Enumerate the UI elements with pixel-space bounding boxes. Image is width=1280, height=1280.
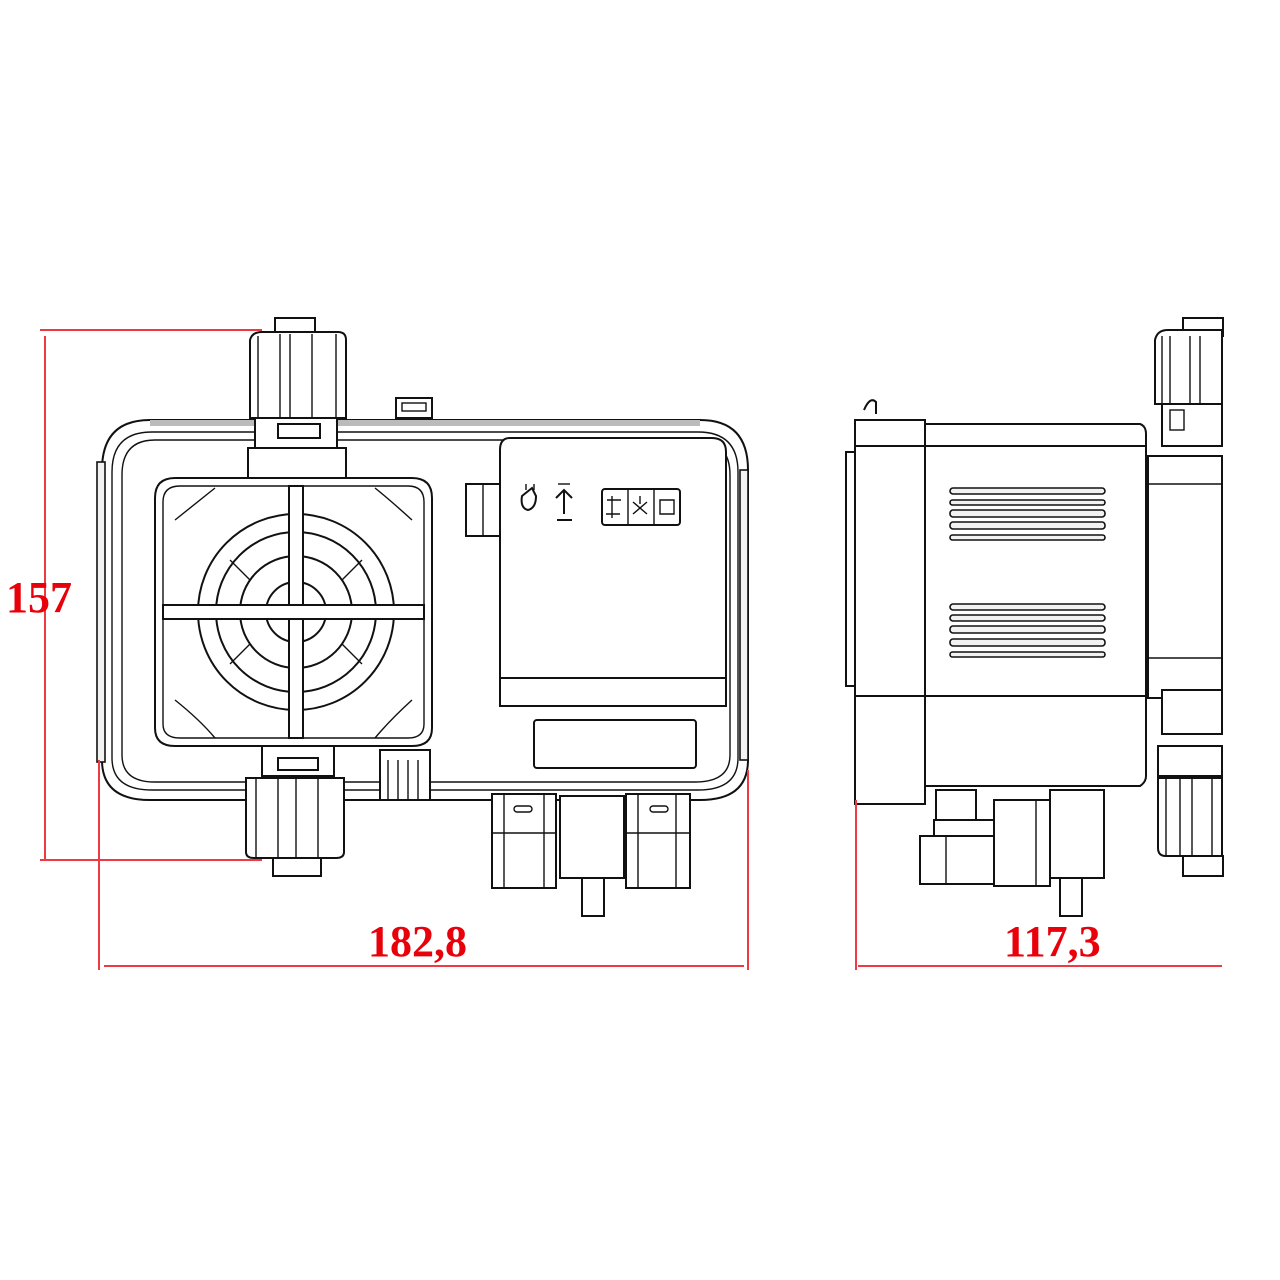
side-view <box>845 317 1224 917</box>
dimension-lines <box>40 329 1222 970</box>
drop-icon <box>520 486 538 512</box>
side-valve-fittings <box>1147 317 1224 877</box>
bottom-valve-fitting <box>245 745 345 877</box>
ventilation-slots-lower <box>949 603 1106 658</box>
display-window <box>533 719 697 769</box>
top-valve-fitting <box>247 317 347 479</box>
height-dimension-label: 157 <box>6 573 72 622</box>
side-bottom-connectors <box>919 789 1105 917</box>
key-buttons-icon <box>601 488 681 526</box>
width-dimension-label: 182,8 <box>368 917 467 966</box>
control-panel <box>499 437 727 707</box>
depth-dimension-label: 117,3 <box>1004 917 1101 966</box>
ventilation-slots-upper <box>949 487 1106 541</box>
pump-head-grille <box>154 477 433 747</box>
bottom-connectors <box>491 793 691 917</box>
front-view <box>96 317 749 917</box>
arrow-up-icon <box>555 483 573 521</box>
